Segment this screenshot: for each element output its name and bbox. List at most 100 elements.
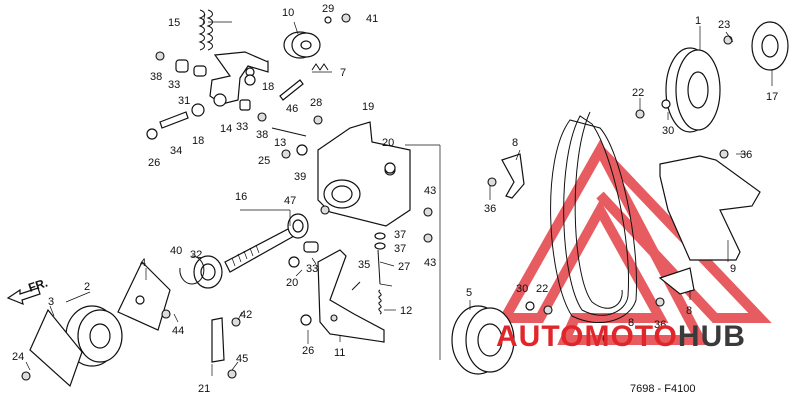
washer-37 — [374, 232, 386, 250]
bolt-35 — [351, 281, 361, 291]
bolt-13 — [271, 127, 307, 137]
label-37b: 37 — [394, 243, 406, 255]
nut-18b — [244, 74, 256, 86]
label-22b: 22 — [536, 283, 548, 295]
label-41: 41 — [366, 13, 378, 25]
label-8c: 8 — [686, 305, 692, 317]
label-45: 45 — [236, 353, 248, 365]
label-26b: 26 — [302, 345, 314, 357]
nut-29 — [324, 16, 332, 24]
label-36b: 36 — [654, 319, 666, 331]
housing-19 — [317, 121, 411, 227]
label-47: 47 — [284, 195, 296, 207]
bolt-43a — [423, 207, 433, 217]
spring-12 — [378, 289, 382, 315]
label-19: 19 — [362, 101, 374, 113]
drive-pulley-5 — [451, 305, 515, 375]
label-43b: 43 — [424, 257, 436, 269]
collar-33b — [239, 99, 251, 111]
label-7: 7 — [340, 67, 346, 79]
spring-7 — [311, 63, 329, 71]
label-35: 35 — [358, 259, 370, 271]
label-16: 16 — [235, 191, 247, 203]
label-3: 3 — [48, 296, 54, 308]
label-33b: 33 — [236, 121, 248, 133]
label-40: 40 — [170, 245, 182, 257]
label-1: 1 — [695, 15, 701, 27]
label-25: 25 — [258, 155, 270, 167]
label-9: 9 — [730, 263, 736, 275]
diagram-code: 7698 - F4100 — [630, 383, 695, 395]
label-31: 31 — [178, 95, 190, 107]
label-13: 13 — [274, 137, 286, 149]
label-30a: 30 — [662, 125, 674, 137]
label-2: 2 — [84, 281, 90, 293]
bearing-32 — [193, 255, 223, 289]
flange-17 — [751, 21, 789, 71]
pin-34 — [159, 111, 189, 129]
bolt-45 — [227, 369, 237, 379]
label-43a: 43 — [424, 185, 436, 197]
label-27: 27 — [398, 261, 410, 273]
bolt-44 — [161, 309, 171, 319]
bolt-36c — [719, 149, 729, 159]
nut-25 — [281, 149, 291, 159]
label-5: 5 — [466, 287, 472, 299]
label-38b: 38 — [256, 129, 268, 141]
watermark-moto: MOTO — [584, 320, 677, 353]
label-34: 34 — [170, 145, 182, 157]
bracket-11 — [317, 249, 385, 343]
label-4: 4 — [140, 257, 146, 269]
nut-38b — [257, 112, 267, 122]
label-11: 11 — [334, 347, 345, 359]
label-17: 17 — [766, 91, 778, 103]
label-20a: 20 — [382, 137, 394, 149]
label-22a: 22 — [632, 87, 644, 99]
belt-guide-9 — [659, 155, 761, 261]
nut-26b — [300, 314, 312, 326]
shaft-16 — [224, 227, 295, 273]
label-42: 42 — [240, 309, 252, 321]
label-46: 46 — [286, 103, 298, 115]
nut-20a — [384, 162, 396, 174]
label-10: 10 — [282, 7, 294, 19]
label-14: 14 — [220, 123, 232, 135]
bolt-36a — [487, 177, 497, 187]
label-24: 24 — [12, 351, 24, 363]
label-23: 23 — [718, 19, 730, 31]
bolt-27 — [377, 249, 381, 285]
label-12: 12 — [400, 305, 412, 317]
label-29: 29 — [322, 3, 334, 15]
label-37a: 37 — [394, 229, 406, 241]
bolt-42 — [231, 317, 241, 327]
label-44: 44 — [172, 325, 184, 337]
plate-3 — [29, 308, 83, 388]
nut-20b — [288, 256, 300, 268]
washer-30b — [525, 301, 535, 311]
spring-15 — [198, 9, 213, 51]
idler-pulley-10 — [283, 31, 321, 59]
callout-labels: 1 2 3 4 5 6 7 8 8 8 9 10 11 12 13 14 15 … — [12, 3, 778, 395]
label-8b: 8 — [628, 317, 634, 329]
bolt-36b — [655, 297, 665, 307]
bearing-47 — [287, 213, 309, 239]
collar-31 — [193, 65, 207, 77]
watermark-auto: AUTO — [496, 320, 584, 353]
svg-text:AUTOMOTOHUB: AUTOMOTOHUB — [496, 320, 746, 353]
direction-label: FR. — [27, 276, 50, 295]
plate-4 — [117, 260, 171, 331]
label-36a: 36 — [484, 203, 496, 215]
label-33c: 33 — [306, 263, 318, 275]
bolt-22a — [635, 109, 645, 119]
label-26a: 26 — [148, 157, 160, 169]
label-6: 6 — [602, 333, 608, 345]
front-direction-arrow: FR. — [6, 276, 50, 305]
label-20b: 20 — [286, 277, 298, 289]
bolt-38a — [155, 51, 165, 61]
bolt-43b — [423, 233, 433, 243]
bolt-22b — [543, 305, 553, 315]
label-28: 28 — [310, 97, 322, 109]
label-30b: 30 — [516, 283, 528, 295]
